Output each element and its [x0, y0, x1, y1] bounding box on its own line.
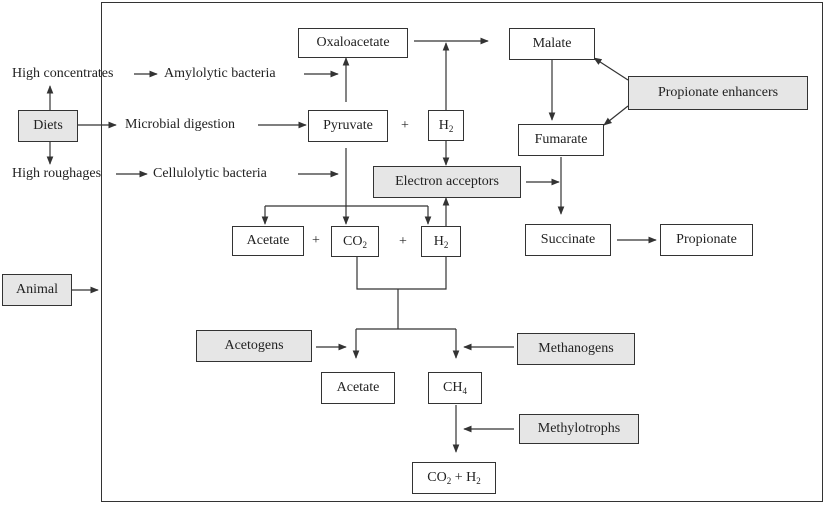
acetate-label-lower: Acetate — [336, 380, 380, 395]
h2-box-upper: H2 — [428, 110, 464, 141]
ch4-box: CH4 — [428, 372, 482, 404]
malate-label: Malate — [532, 36, 572, 51]
h2-box-lower: H2 — [421, 226, 461, 257]
high-concentrates-label: High concentrates — [12, 66, 114, 81]
amylolytic-bacteria-label: Amylolytic bacteria — [164, 66, 276, 81]
animal-box: Animal — [2, 274, 72, 306]
propionate-enhancers-label: Propionate enhancers — [657, 85, 779, 100]
oxaloacetate-label: Oxaloacetate — [316, 35, 390, 50]
rumen-frame — [101, 2, 823, 502]
plus-sign-pyruvate-h2: + — [401, 118, 409, 133]
co2-h2-box: CO2 + H2 — [412, 462, 496, 494]
line-co2-h2-collector — [356, 257, 447, 290]
high-roughages-label: High roughages — [12, 166, 102, 181]
ch4-label: CH4 — [443, 380, 467, 396]
acetate-box-upper: Acetate — [232, 226, 304, 256]
fumarate-box: Fumarate — [518, 124, 604, 156]
diets-label: Diets — [33, 118, 63, 133]
propionate-label: Propionate — [676, 232, 737, 247]
animal-label: Animal — [16, 282, 58, 297]
co2-h2-label: CO2 + H2 — [427, 470, 481, 486]
microbial-digestion-label: Microbial digestion — [125, 117, 236, 132]
succinate-box: Succinate — [525, 224, 611, 256]
oxaloacetate-box: Oxaloacetate — [298, 28, 408, 58]
plus-sign-acetate-co2: + — [312, 233, 320, 248]
pyruvate-label: Pyruvate — [323, 118, 373, 133]
propionate-box: Propionate — [660, 224, 753, 256]
arrow-enhancers-to-fumarate — [603, 105, 629, 126]
plus-sign-co2-h2: + — [399, 234, 407, 249]
succinate-label: Succinate — [540, 232, 596, 247]
acetate-label-upper: Acetate — [246, 233, 290, 248]
malate-box: Malate — [509, 28, 595, 60]
h2-label-lower: H2 — [433, 233, 449, 250]
fumarate-label: Fumarate — [534, 132, 588, 147]
propionate-enhancers-box: Propionate enhancers — [628, 76, 808, 110]
methanogens-label: Methanogens — [538, 341, 614, 356]
pyruvate-box: Pyruvate — [308, 110, 388, 142]
acetogens-box: Acetogens — [196, 330, 312, 362]
h2-label-upper: H2 — [438, 117, 454, 134]
cellulolytic-bacteria-label: Cellulolytic bacteria — [153, 166, 267, 181]
co2-label: CO2 — [343, 233, 367, 250]
arrow-enhancers-to-malate — [593, 57, 629, 81]
co2-box: CO2 — [331, 226, 379, 257]
diets-box: Diets — [18, 110, 78, 142]
electron-acceptors-label: Electron acceptors — [395, 174, 499, 189]
methylotrophs-label: Methylotrophs — [537, 421, 621, 436]
electron-acceptors-box: Electron acceptors — [373, 166, 521, 198]
methanogens-box: Methanogens — [517, 333, 635, 365]
acetate-box-lower: Acetate — [321, 372, 395, 404]
methylotrophs-box: Methylotrophs — [519, 414, 639, 444]
acetogens-label: Acetogens — [224, 338, 284, 353]
